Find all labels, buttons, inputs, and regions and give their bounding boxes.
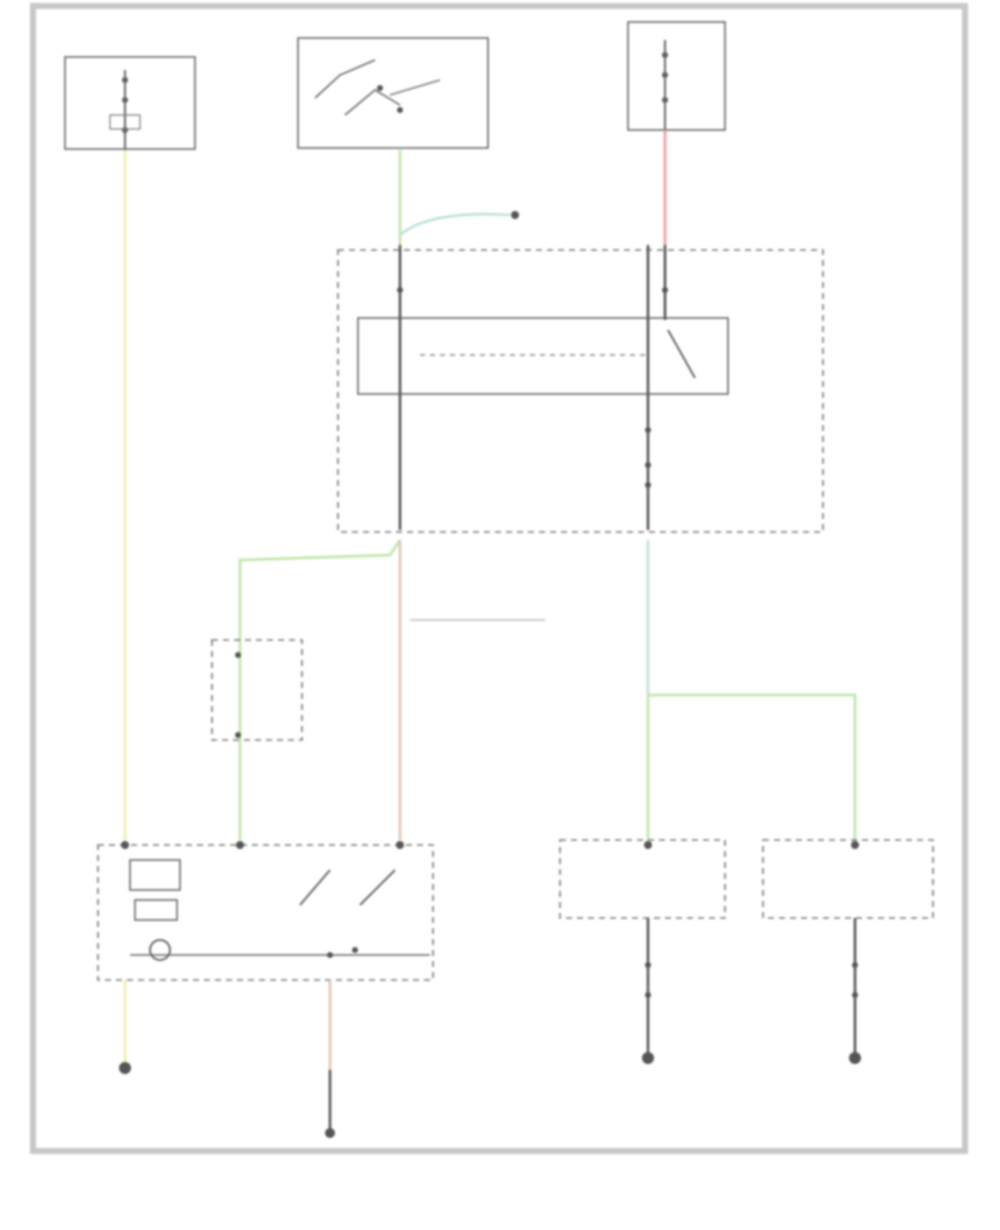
internal-relay-box: [357, 317, 729, 395]
lower-switch-assembly: [97, 844, 434, 981]
connector-icon: [511, 211, 519, 219]
switch-icon: [299, 869, 396, 906]
fuse-icon: [109, 114, 141, 130]
wire-pins: [121, 287, 859, 998]
ignition-switch-box: [297, 37, 489, 149]
ground-icon: [325, 1128, 335, 1138]
switch-icon: [389, 79, 441, 96]
ground-icon: [849, 1052, 861, 1064]
green-wire-left: [238, 539, 402, 840]
teal-branch-wire: [399, 212, 511, 236]
right-sensor-box: [762, 839, 934, 919]
diagram-frame: [30, 3, 968, 1154]
ground-icon: [642, 1052, 654, 1064]
relay-switch-icon: [667, 329, 696, 379]
green-wire-right: [646, 693, 857, 840]
ground-icon: [119, 1062, 131, 1074]
central-module-box: [337, 249, 824, 533]
top-right-fuse-box: [627, 21, 726, 131]
top-left-fuse-box: [64, 56, 196, 150]
left-sensor-box: [559, 839, 726, 919]
sensor-box: [211, 639, 303, 741]
